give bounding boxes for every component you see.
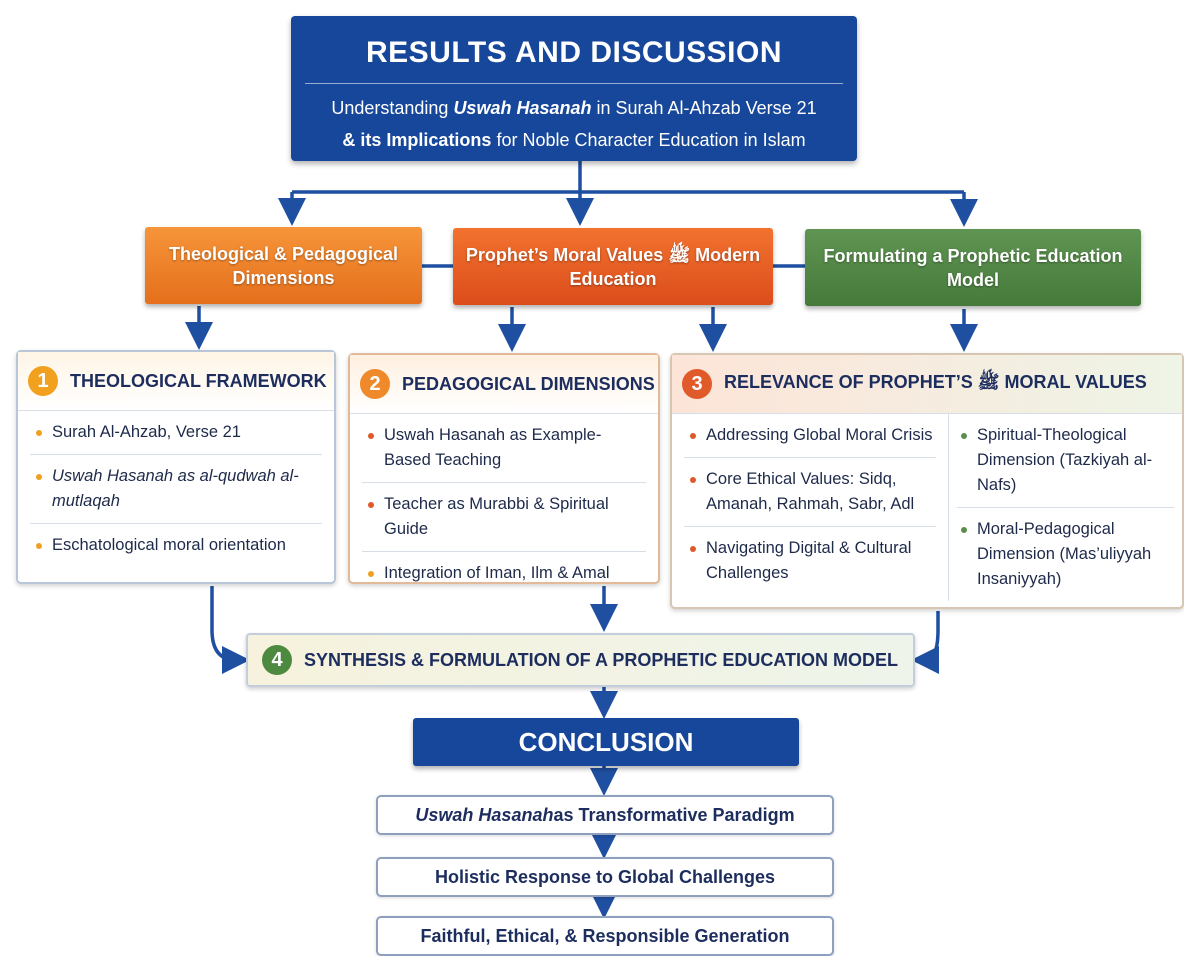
- panel-pedagogical-dimensions: 2 PEDAGOGICAL DIMENSIONS Uswah Hasanah a…: [348, 353, 660, 584]
- list-item: Navigating Digital & Cultural Challenges: [684, 527, 936, 595]
- theme-prophet-moral-values: Prophet’s Moral Values ﷺ Modern Educatio…: [453, 228, 773, 305]
- subtitle-emphasis: & its Implications: [342, 130, 492, 150]
- header-divider: [305, 83, 843, 84]
- list-item: Moral-Pedagogical Dimension (Mas’uliyyah…: [957, 508, 1174, 601]
- panel-list: Addressing Global Moral Crisis Core Ethi…: [672, 414, 948, 595]
- panel-columns: Addressing Global Moral Crisis Core Ethi…: [672, 414, 1182, 601]
- bullet-icon: [961, 527, 967, 533]
- panel-title: THEOLOGICAL FRAMEWORK: [70, 370, 327, 391]
- header-subtitle: Understanding Uswah Hasanah in Surah Al-…: [291, 92, 857, 156]
- header-title: RESULTS AND DISCUSSION: [365, 36, 783, 69]
- panel-relevance-moral-values: 3 RELEVANCE OF PROPHET’S ﷺ MORAL VALUES …: [670, 353, 1184, 609]
- list-item: Uswah Hasanah as al-qudwah al-mutlaqah: [30, 455, 322, 524]
- conclusion-box: CONCLUSION: [413, 718, 799, 766]
- list-item: Teacher as Murabbi & Spiritual Guide: [362, 483, 646, 552]
- bullet-icon: [690, 477, 696, 483]
- list-item: Surah Al-Ahzab, Verse 21: [30, 411, 322, 455]
- list-item-text: Navigating Digital & Cultural Challenges: [706, 539, 912, 582]
- bullet-icon: [36, 543, 42, 549]
- panel-header: 2 PEDAGOGICAL DIMENSIONS: [350, 355, 658, 414]
- list-item-text: Addressing Global Moral Crisis: [706, 426, 933, 444]
- bullet-icon: [36, 430, 42, 436]
- outcome-box: Faithful, Ethical, & Responsible Generat…: [376, 916, 834, 956]
- list-item-text: Uswah Hasanah as al-qudwah al-mutlaqah: [52, 467, 299, 510]
- subtitle-part: Understanding: [331, 98, 454, 118]
- list-item: Core Ethical Values: Sidq, Amanah, Rahma…: [684, 458, 936, 527]
- panel-header: 1 THEOLOGICAL FRAMEWORK: [18, 352, 334, 411]
- bullet-icon: [368, 571, 374, 577]
- outcome-emphasis: Uswah Hasanah: [415, 804, 554, 825]
- step-number-badge: 2: [360, 369, 390, 399]
- panel-list: Surah Al-Ahzab, Verse 21 Uswah Hasanah a…: [18, 411, 334, 567]
- panel-list: Uswah Hasanah as Example-Based Teaching …: [350, 414, 658, 595]
- list-item-text: Surah Al-Ahzab, Verse 21: [52, 423, 241, 441]
- bullet-icon: [961, 433, 967, 439]
- outcome-text: Holistic Response to Global Challenges: [434, 866, 776, 887]
- list-item: Addressing Global Moral Crisis: [684, 414, 936, 458]
- list-item-text: Uswah Hasanah as Example-Based Teaching: [384, 426, 602, 469]
- list-item: Integration of Iman, Ilm & Amal: [362, 552, 646, 595]
- bullet-icon: [690, 546, 696, 552]
- outcome-box: Uswah Hasanah as Transformative Paradigm: [376, 795, 834, 835]
- relevance-right-column: Spiritual-Theological Dimension (Tazkiya…: [949, 414, 1182, 601]
- list-item-text: Teacher as Murabbi & Spiritual Guide: [384, 495, 609, 538]
- list-item: Uswah Hasanah as Example-Based Teaching: [362, 414, 646, 483]
- subtitle-emphasis: Uswah Hasanah: [453, 98, 592, 118]
- outcome-text: Faithful, Ethical, & Responsible Generat…: [420, 925, 790, 946]
- bullet-icon: [368, 502, 374, 508]
- theme-prophetic-model: Formulating a Prophetic Education Model: [805, 229, 1141, 306]
- synthesis-box: 4 SYNTHESIS & FORMULATION OF A PROPHETIC…: [246, 633, 915, 687]
- list-item: Eschatological moral orientation: [30, 524, 322, 567]
- results-header: RESULTS AND DISCUSSION Understanding Usw…: [291, 16, 857, 161]
- panel-theological-framework: 1 THEOLOGICAL FRAMEWORK Surah Al-Ahzab, …: [16, 350, 336, 584]
- panel-title: RELEVANCE OF PROPHET’S ﷺ MORAL VALUES: [724, 372, 1147, 392]
- synthesis-title: SYNTHESIS & FORMULATION OF A PROPHETIC E…: [304, 649, 898, 670]
- step-number-badge: 3: [682, 369, 712, 399]
- bullet-icon: [36, 474, 42, 480]
- step-number-badge: 4: [262, 645, 292, 675]
- outcome-text: as Transformative Paradigm: [553, 804, 795, 825]
- list-item-text: Integration of Iman, Ilm & Amal: [384, 564, 610, 582]
- list-item-text: Spiritual-Theological Dimension (Tazkiya…: [977, 426, 1153, 494]
- bullet-icon: [368, 433, 374, 439]
- subtitle-part: in Surah Al-Ahzab Verse 21: [591, 98, 817, 118]
- theme-theological-pedagogical: Theological & Pedagogical Dimensions: [145, 227, 422, 304]
- panel-header: 3 RELEVANCE OF PROPHET’S ﷺ MORAL VALUES: [672, 355, 1182, 414]
- list-item-text: Moral-Pedagogical Dimension (Mas’uliyyah…: [977, 520, 1152, 588]
- list-item-text: Eschatological moral orientation: [52, 536, 286, 554]
- step-number-badge: 1: [28, 366, 58, 396]
- subtitle-part: for Noble Character Education in Islam: [491, 130, 806, 150]
- panel-list: Spiritual-Theological Dimension (Tazkiya…: [949, 414, 1182, 601]
- relevance-left-column: Addressing Global Moral Crisis Core Ethi…: [672, 414, 949, 601]
- bullet-icon: [690, 433, 696, 439]
- list-item-text: Core Ethical Values: Sidq, Amanah, Rahma…: [706, 470, 915, 513]
- panel-title: PEDAGOGICAL DIMENSIONS: [402, 373, 655, 394]
- outcome-box: Holistic Response to Global Challenges: [376, 857, 834, 897]
- list-item: Spiritual-Theological Dimension (Tazkiya…: [957, 414, 1174, 508]
